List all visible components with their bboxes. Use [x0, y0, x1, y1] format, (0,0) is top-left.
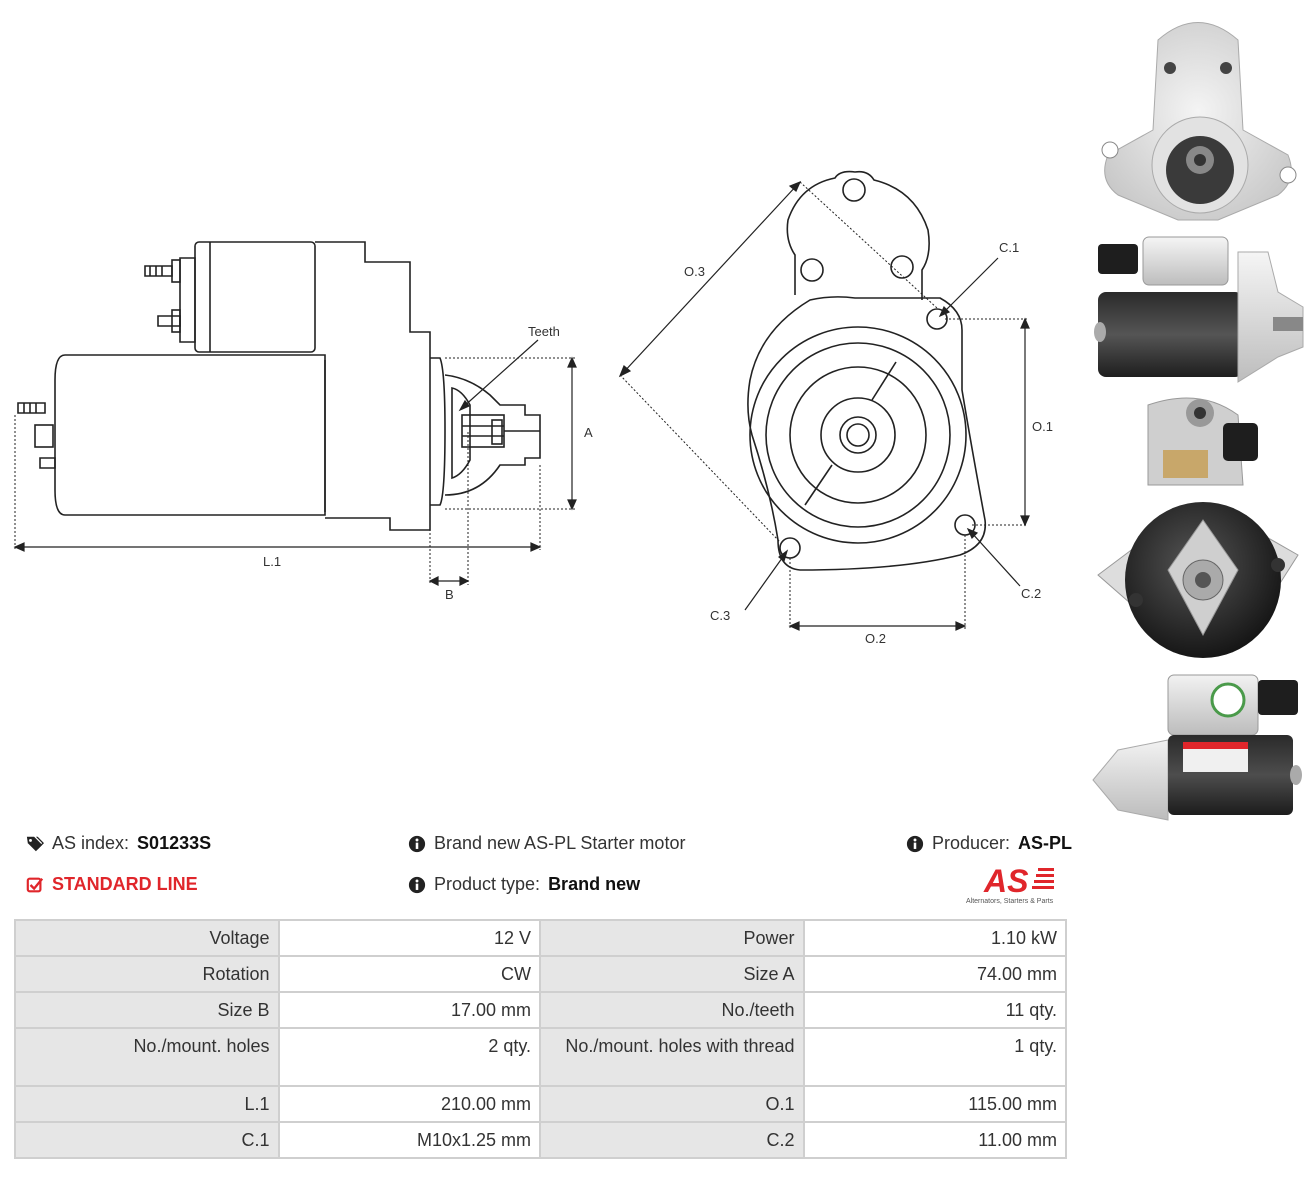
front-view-drawing: O.3 C.1 O.1 C.2 C.3 O.2 — [618, 170, 1053, 646]
o1-label: O.1 — [1032, 419, 1053, 434]
as-index-info: AS index: S01233S — [26, 833, 211, 854]
product-type-label: Product type: — [434, 874, 541, 894]
info-circle-icon — [408, 876, 426, 893]
logo-subtitle: Alternators, Starters & Parts — [966, 898, 1054, 905]
c3-label: C.3 — [710, 608, 730, 623]
table-row: Rotation CW Size A 74.00 mm — [14, 955, 1068, 993]
standard-line-badge: STANDARD LINE — [26, 874, 198, 895]
spec-key: Power — [539, 919, 805, 957]
product-photo-rear[interactable] — [1088, 395, 1308, 660]
spec-value: 115.00 mm — [802, 1085, 1068, 1123]
check-square-icon — [26, 877, 44, 892]
spec-key: Rotation — [14, 955, 280, 993]
spec-value: 1.10 kW — [802, 919, 1068, 957]
producer-info: Producer: AS-PL — [906, 833, 1072, 854]
standard-line-text: STANDARD LINE — [52, 874, 198, 894]
product-type-info: Product type: Brand new — [408, 874, 640, 895]
table-row: L.1 210.00 mm O.1 115.00 mm — [14, 1085, 1068, 1123]
product-photo-front[interactable] — [1088, 10, 1308, 225]
info-circle-icon — [408, 835, 426, 852]
size-a-label: A — [584, 425, 593, 440]
c1-label: C.1 — [999, 240, 1019, 255]
spec-key: C.1 — [14, 1121, 280, 1159]
spec-key: L.1 — [14, 1085, 280, 1123]
product-photo-label-side[interactable] — [1088, 670, 1308, 825]
as-pl-logo: AS — [983, 863, 1054, 896]
spec-key: Voltage — [14, 919, 280, 957]
spec-value: 2 qty. — [277, 1027, 542, 1087]
spec-value: 74.00 mm — [802, 955, 1068, 993]
spec-value: 210.00 mm — [277, 1085, 542, 1123]
table-row: Voltage 12 V Power 1.10 kW — [14, 919, 1068, 957]
spec-value: 11 qty. — [802, 991, 1068, 1029]
spec-key: No./mount. holes — [14, 1027, 280, 1087]
tags-icon — [26, 836, 44, 851]
c2-label: C.2 — [1021, 586, 1041, 601]
spec-value: M10x1.25 mm — [277, 1121, 542, 1159]
as-index-label: AS index: — [52, 833, 130, 853]
teeth-label: Teeth — [528, 324, 560, 339]
size-b-label: B — [445, 587, 454, 602]
side-view-drawing: Teeth A L.1 B — [13, 241, 593, 602]
spec-key: No./mount. holes with thread — [539, 1027, 805, 1087]
product-photo-side[interactable] — [1088, 232, 1308, 387]
as-index-value: S01233S — [137, 833, 212, 853]
table-row: Size B 17.00 mm No./teeth 11 qty. — [14, 991, 1068, 1029]
spec-value: 12 V — [277, 919, 542, 957]
description-info: Brand new AS-PL Starter motor — [408, 833, 685, 854]
spec-value: 1 qty. — [802, 1027, 1068, 1087]
table-row: No./mount. holes 2 qty. No./mount. holes… — [14, 1027, 1068, 1087]
table-row: C.1 M10x1.25 mm C.2 11.00 mm — [14, 1121, 1068, 1159]
o2-label: O.2 — [865, 631, 886, 646]
producer-value: AS-PL — [1018, 833, 1073, 853]
logo-text: AS — [983, 863, 1029, 896]
spec-table: Voltage 12 V Power 1.10 kW Rotation CW S… — [14, 919, 1068, 1159]
producer-label: Producer: — [932, 833, 1011, 853]
product-type-value: Brand new — [548, 874, 641, 894]
info-circle-icon — [906, 835, 924, 852]
spec-key: C.2 — [539, 1121, 805, 1159]
o3-label: O.3 — [684, 264, 705, 279]
spec-key: Size A — [539, 955, 805, 993]
spec-value: CW — [277, 955, 542, 993]
length-l1-label: L.1 — [263, 554, 281, 569]
spec-key: O.1 — [539, 1085, 805, 1123]
spec-key: No./teeth — [539, 991, 805, 1029]
spec-value: 17.00 mm — [277, 991, 542, 1029]
spec-key: Size B — [14, 991, 280, 1029]
spec-value: 11.00 mm — [802, 1121, 1068, 1159]
description-text: Brand new AS-PL Starter motor — [434, 833, 686, 853]
